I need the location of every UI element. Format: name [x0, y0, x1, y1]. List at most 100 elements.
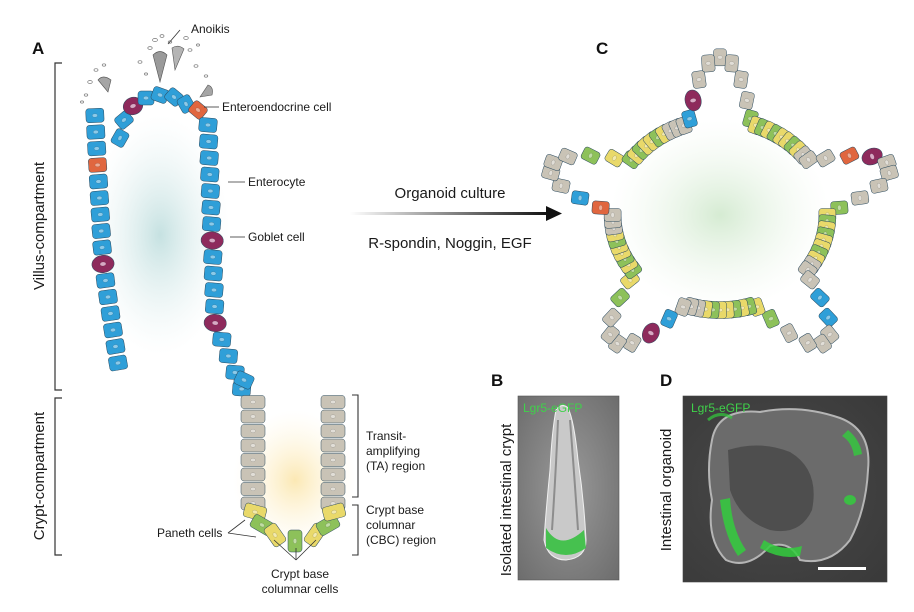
ta_cell-cell — [850, 190, 870, 206]
panel-label-b: B — [491, 371, 503, 390]
enterocyte-cell — [150, 86, 170, 104]
enterocyte-cell — [233, 370, 255, 390]
enterocyte-cell — [570, 190, 590, 206]
ta_cell-cell — [602, 307, 622, 328]
ta-label-line3: (TA) region — [366, 459, 425, 473]
ta_cell-cell — [240, 482, 266, 496]
enterocyte-cell — [88, 173, 109, 190]
ta_cell-cell — [879, 164, 899, 182]
ta_cell-cell — [701, 54, 716, 73]
paneth-cell — [321, 502, 347, 522]
crypt-micrograph: Lgr5-eGFP — [517, 395, 620, 581]
ta_cell-cell — [320, 438, 346, 453]
ta_cell-cell — [869, 177, 889, 194]
enterocyte-cell — [87, 140, 107, 157]
enterocyte-cell — [810, 288, 830, 308]
enterocyte-cell — [105, 338, 126, 355]
panel-b-marker: Lgr5-eGFP — [523, 401, 582, 415]
ta_cell-cell — [240, 409, 266, 424]
cbc-cells-label-line1: Crypt base — [271, 567, 329, 581]
enterocyte-cell — [203, 249, 223, 265]
enteroendocrine-label: Enteroendocrine cell — [222, 100, 331, 114]
paneth-cell — [604, 149, 625, 168]
goblet-cell — [642, 322, 660, 344]
enterocyte-cell — [198, 117, 218, 133]
ta_cell-cell — [713, 48, 727, 67]
enterocyte-cell — [202, 216, 222, 232]
cbc-cell — [580, 146, 601, 165]
organoid-micrograph: Lgr5-eGFP — [682, 395, 888, 583]
cbc-cells-label-line2: columnar cells — [262, 582, 339, 596]
ta_cell-cell — [320, 395, 346, 409]
ta_cell-cell — [780, 323, 798, 343]
arrow-label-bottom: R-spondin, Noggin, EGF — [368, 235, 531, 252]
ta_cell-cell — [739, 91, 755, 110]
enterocyte-cell — [110, 128, 130, 148]
enterocyte-cell — [660, 309, 678, 329]
enterocyte-cell — [199, 150, 219, 166]
enterocyte-cell — [98, 288, 118, 306]
paneth-cell — [263, 522, 287, 548]
arrow-label-top: Organoid culture — [395, 185, 506, 202]
ta-label-line2: amplifying — [366, 444, 420, 458]
enterocyte-cell — [103, 321, 123, 339]
enterocyte-cell — [212, 331, 232, 348]
enterocyte-cell — [100, 305, 121, 322]
enterocyte-cell — [218, 348, 238, 364]
organoid-epithelium — [541, 48, 899, 354]
panel-d-caption: Intestinal organoid — [658, 429, 675, 552]
enterocyte-cell — [89, 190, 109, 206]
villus-bracket — [54, 62, 62, 391]
goblet-cell — [91, 255, 115, 273]
anoikis-leader — [167, 29, 181, 45]
crypt-bracket — [54, 397, 62, 556]
goblet-cell — [203, 314, 227, 332]
enteroendocrine-cell — [839, 146, 860, 165]
ta_cell-cell — [320, 409, 346, 424]
panel-d-marker: Lgr5-eGFP — [691, 401, 750, 415]
panel-label-c: C — [596, 39, 608, 58]
cbc-cells-leaders — [273, 539, 317, 561]
ta_cell-cell — [320, 424, 346, 438]
enterocyte-cell — [203, 265, 223, 282]
culture-arrow — [350, 206, 562, 221]
enterocyte-cell — [681, 109, 698, 129]
crypt-compartment-label: Crypt-compartment — [31, 411, 48, 540]
goblet-label: Goblet cell — [248, 230, 305, 244]
cbc-cell — [762, 309, 780, 329]
ta_cell-cell — [240, 424, 266, 438]
ta_cell-cell — [724, 54, 739, 73]
ta_cell-cell — [815, 149, 836, 168]
goblet-cell — [684, 89, 702, 112]
ta_cell-cell — [600, 324, 620, 345]
ta_cell-cell — [240, 395, 266, 409]
enterocyte-cell — [91, 223, 111, 239]
anoikis-label: Anoikis — [191, 22, 230, 36]
ta-label-line1: Transit- — [366, 429, 406, 443]
enteroendocrine-cell — [88, 157, 108, 173]
ta_cell-cell — [691, 70, 707, 89]
ta_cell-cell — [558, 147, 578, 166]
enterocyte-cell — [204, 282, 224, 298]
panel-label-a: A — [32, 39, 44, 58]
cbc-label-line1: Crypt base — [366, 503, 424, 517]
enterocyte-cell — [86, 124, 106, 140]
enterocyte-cell — [114, 110, 134, 130]
enteroendocrine-cell — [591, 200, 610, 215]
enterocyte-cell — [200, 183, 220, 199]
ta_cell-cell — [733, 70, 749, 89]
villus-compartment-label: Villus-compartment — [31, 161, 48, 290]
enterocyte-cell — [200, 166, 220, 183]
paneth-label: Paneth cells — [157, 526, 222, 540]
organoid-lumen-glow — [610, 120, 830, 310]
panel-label-d: D — [660, 371, 672, 390]
enterocyte-cell — [201, 199, 221, 216]
scale-bar — [818, 567, 866, 570]
paneth-leaders — [227, 519, 257, 538]
anoikis-shed-cells — [80, 34, 213, 104]
ta_cell-cell — [543, 154, 563, 171]
ta_cell-cell — [320, 482, 346, 496]
enterocyte-cell — [818, 307, 838, 328]
enterocyte-cell — [205, 298, 225, 315]
